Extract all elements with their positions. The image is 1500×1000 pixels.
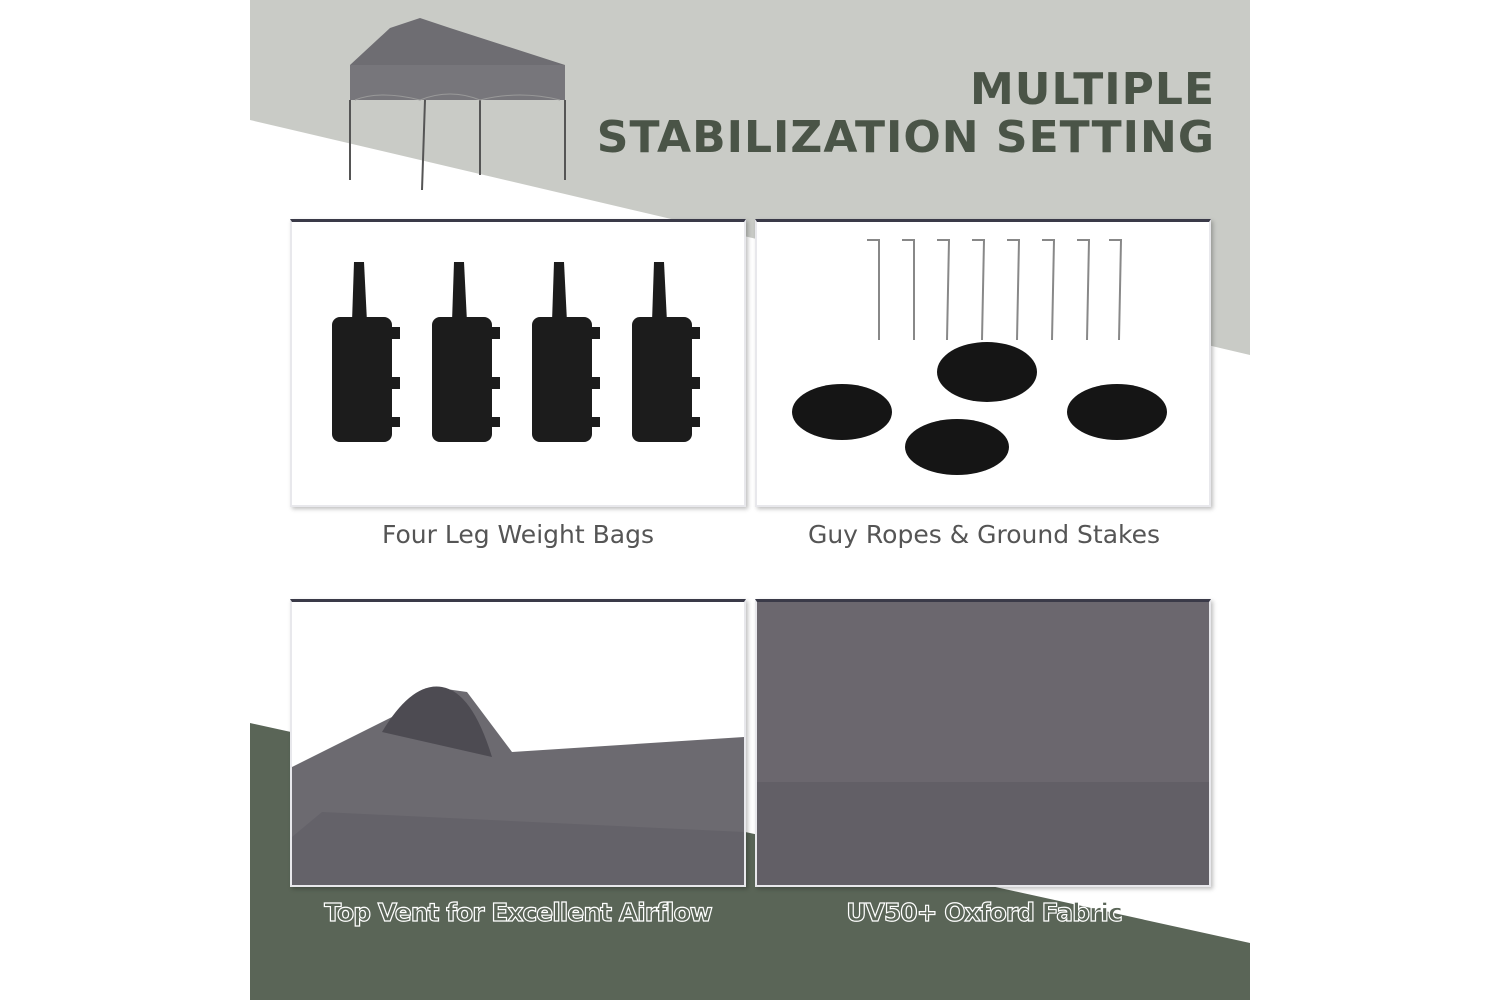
weight-bags-panel (290, 219, 746, 507)
top-vent-panel (290, 599, 746, 887)
ropes-stakes-icon (792, 239, 1167, 475)
fabric-caption: UV50+ Oxford Fabric (846, 897, 1124, 927)
headline-line-1: MULTIPLE (970, 64, 1215, 115)
ropes-stakes-caption: Guy Ropes & Ground Stakes (807, 520, 1161, 549)
fabric-swatch-icon (757, 782, 1209, 885)
gazebo-image (349, 18, 566, 191)
weight-bags-caption: Four Leg Weight Bags (382, 520, 654, 549)
headline-line-2: STABILIZATION SETTING (596, 112, 1215, 163)
fabric-panel (755, 599, 1211, 887)
weight-bags-icon (332, 262, 700, 442)
top-vent-caption: Top Vent for Excellent Airflow (324, 897, 714, 927)
top-vent-icon (292, 686, 744, 885)
ropes-stakes-panel (755, 219, 1211, 507)
